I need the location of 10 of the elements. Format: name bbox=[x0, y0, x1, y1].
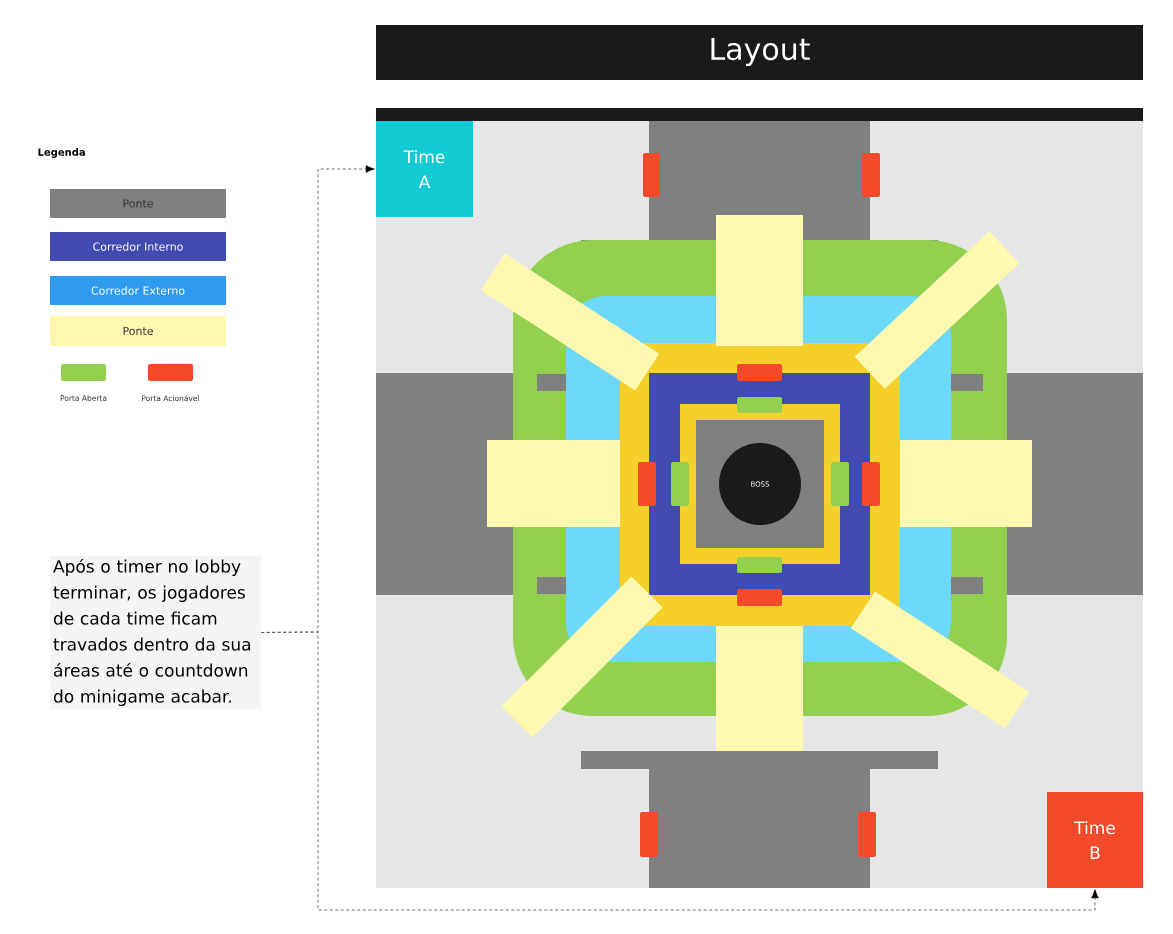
legend-label: Ponte bbox=[123, 199, 153, 208]
team-area: Time A bbox=[376, 121, 473, 217]
arrow bbox=[260, 631, 1099, 911]
title-bar: Layout bbox=[376, 25, 1143, 80]
legend-label: Ponte bbox=[123, 326, 153, 336]
legend-label: Corredor Interno bbox=[93, 242, 183, 251]
note-text: Após o timer no lobby terminar, os jogadores de cada time ficam travados dentro da sua áreas até o countdown do minigame acabar. bbox=[50, 555, 261, 710]
legend-label: Corredor Externo bbox=[91, 286, 185, 295]
legend-heading: Legenda bbox=[38, 148, 85, 158]
team-area: Time B bbox=[1047, 792, 1143, 888]
